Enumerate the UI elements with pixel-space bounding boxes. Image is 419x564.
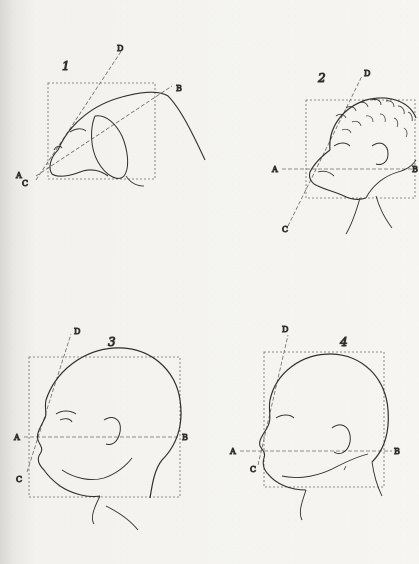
figure-3-label-c: C	[16, 475, 22, 484]
figure-4-label-a: A	[229, 447, 236, 456]
figure-4-label-b: B	[394, 447, 400, 456]
figure-3-label-b: B	[182, 433, 188, 442]
figure-2-label-c: C	[282, 225, 288, 234]
figure-2-label-d: D	[364, 69, 370, 78]
figure-3-number: 3	[108, 335, 116, 349]
figure-4-label-d: D	[282, 325, 288, 334]
figure-1-label-c: C	[22, 179, 28, 188]
figure-3-label-a: A	[13, 433, 20, 442]
figure-1-label-b: B	[176, 84, 182, 93]
figure-1-number: 1	[62, 59, 70, 73]
figure-3-label-d: D	[74, 327, 80, 336]
figure-4-label-c: C	[250, 465, 256, 474]
figure-1-label-d: D	[117, 44, 123, 53]
figure-2-label-b: B	[412, 165, 418, 174]
figure-1-label-a: A	[15, 171, 22, 180]
figure-2-label-a: A	[271, 165, 278, 174]
figure-2-number: 2	[317, 71, 326, 85]
figure-4-number: 4	[339, 335, 348, 349]
